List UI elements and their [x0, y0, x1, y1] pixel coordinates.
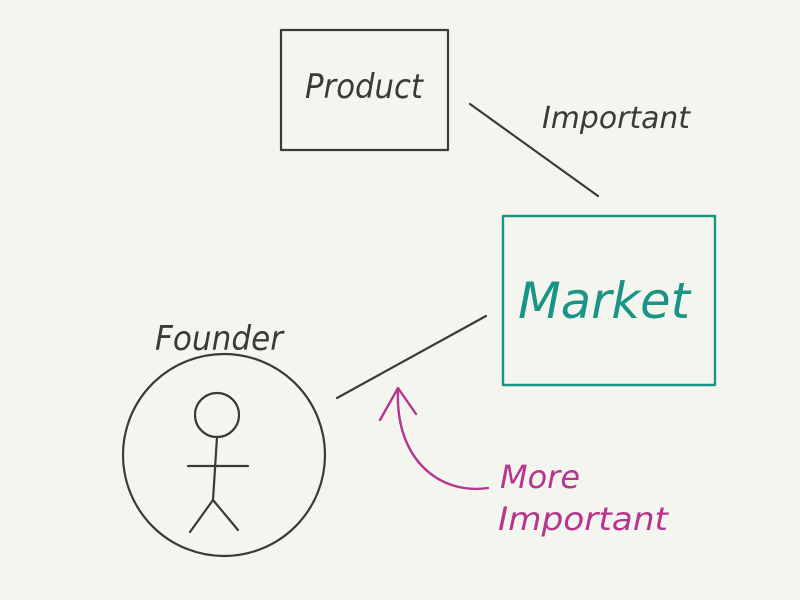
founder-node: Founder: [121, 319, 327, 558]
stick-figure-icon: [186, 391, 250, 534]
founder-label: Founder: [155, 319, 285, 359]
founder-circle: [121, 352, 327, 558]
founder-market-connector: [335, 314, 488, 400]
product-market-edge-label: Important: [542, 101, 691, 136]
emphasis-arrow-icon: [378, 386, 490, 491]
market-node: Market: [501, 214, 717, 387]
product-node: Product: [279, 28, 450, 152]
product-label: Product: [305, 67, 424, 107]
emphasis-label-line2: Important: [498, 500, 670, 538]
market-box: [501, 214, 717, 387]
product-market-connector: [468, 102, 600, 198]
product-box: [279, 28, 450, 152]
emphasis-label-line1: More: [500, 458, 580, 496]
market-label: Market: [518, 272, 692, 330]
